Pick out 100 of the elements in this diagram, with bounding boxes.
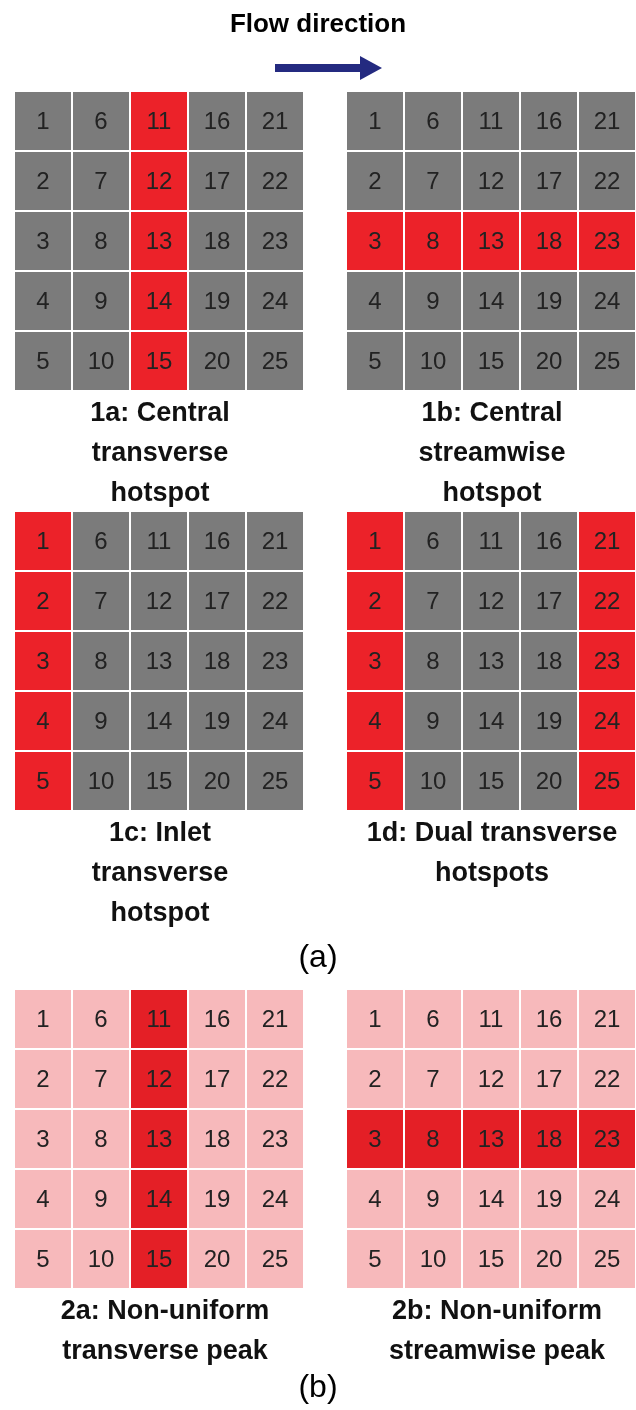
grid-cell: 25	[247, 1230, 303, 1288]
grid-cell: 22	[579, 572, 635, 630]
grid-cell: 10	[405, 332, 461, 390]
grid-cell: 7	[73, 1050, 129, 1108]
grid-cell: 3	[15, 212, 71, 270]
grid-cell: 25	[579, 1230, 635, 1288]
grid-cell: 16	[521, 990, 577, 1048]
grid-cell: 2	[347, 572, 403, 630]
grid-cell: 9	[73, 272, 129, 330]
grid-cell: 3	[15, 1110, 71, 1168]
grid-cell: 21	[247, 512, 303, 570]
grid-cell: 10	[405, 752, 461, 810]
grid-cell: 1	[15, 990, 71, 1048]
grid-cell: 11	[463, 990, 519, 1048]
grid-cell: 24	[579, 1170, 635, 1228]
grid-cell: 19	[189, 692, 245, 750]
grid-cell: 2	[15, 1050, 71, 1108]
grid-cell: 5	[347, 1230, 403, 1288]
grid-cell: 1	[347, 990, 403, 1048]
grid-cell: 2	[347, 152, 403, 210]
grid-cell: 9	[405, 692, 461, 750]
subfigure-label: (b)	[297, 1368, 339, 1405]
grid-cell: 21	[247, 990, 303, 1048]
grid-cell: 19	[521, 692, 577, 750]
grid-cell: 16	[521, 92, 577, 150]
grid-cell: 11	[463, 512, 519, 570]
grid-cell: 21	[579, 990, 635, 1048]
grid-cell: 20	[189, 1230, 245, 1288]
grid-cell: 13	[463, 632, 519, 690]
grid-cell: 7	[405, 1050, 461, 1108]
grid-cell: 20	[521, 332, 577, 390]
grid-cell: 14	[463, 692, 519, 750]
grid-cell: 18	[521, 212, 577, 270]
flow-direction-label: Flow direction	[228, 8, 408, 39]
grid-cell: 5	[15, 752, 71, 810]
grid-cell: 13	[131, 632, 187, 690]
grid-cell: 6	[405, 990, 461, 1048]
grid-cell: 15	[463, 752, 519, 810]
grid-cell: 22	[247, 1050, 303, 1108]
panel-caption: 2b: Non-uniform streamwise peak	[387, 1294, 607, 1367]
grid-cell: 13	[463, 1110, 519, 1168]
grid-cell: 24	[579, 692, 635, 750]
grid-cell: 18	[189, 1110, 245, 1168]
grid-cell: 11	[463, 92, 519, 150]
grid-cell: 21	[579, 512, 635, 570]
grid-cell: 9	[73, 1170, 129, 1228]
grid-cell: 4	[15, 692, 71, 750]
grid-cell: 12	[131, 572, 187, 630]
grid-cell: 25	[579, 752, 635, 810]
grid-cell: 24	[247, 272, 303, 330]
grid-cell: 4	[347, 272, 403, 330]
grid-cell: 5	[15, 332, 71, 390]
grid-cell: 22	[247, 152, 303, 210]
grid-cell: 17	[189, 152, 245, 210]
grid-cell: 10	[405, 1230, 461, 1288]
grid-cell: 17	[189, 572, 245, 630]
grid-cell: 17	[521, 1050, 577, 1108]
panel-caption: 1c: Inlet transverse hotspot	[90, 816, 230, 929]
grid-cell: 15	[131, 332, 187, 390]
grid-cell: 6	[73, 512, 129, 570]
grid-cell: 7	[405, 152, 461, 210]
grid-cell: 4	[15, 1170, 71, 1228]
grid-cell: 23	[247, 632, 303, 690]
grid-cell: 22	[579, 1050, 635, 1108]
grid-cell: 20	[189, 752, 245, 810]
grid-cell: 17	[521, 152, 577, 210]
panel-caption: 1a: Central transverse hotspot	[89, 396, 231, 509]
grid-cell: 9	[73, 692, 129, 750]
grid-cell: 25	[247, 752, 303, 810]
grid-cell: 9	[405, 272, 461, 330]
grid-cell: 1	[15, 512, 71, 570]
grid-cell: 16	[189, 92, 245, 150]
grid-cell: 22	[579, 152, 635, 210]
grid-cell: 5	[347, 332, 403, 390]
grid-cell: 23	[247, 212, 303, 270]
grid-cell: 1	[347, 512, 403, 570]
grid-cell: 23	[579, 1110, 635, 1168]
grid-cell: 20	[521, 1230, 577, 1288]
grid-cell: 8	[73, 632, 129, 690]
grid-cell: 3	[347, 1110, 403, 1168]
grid-cell: 24	[579, 272, 635, 330]
grid-cell: 6	[73, 92, 129, 150]
grid-cell: 18	[189, 632, 245, 690]
grid-cell: 6	[405, 512, 461, 570]
grid-cell: 15	[463, 332, 519, 390]
subfigure-label: (a)	[297, 938, 339, 975]
grid-cell: 23	[247, 1110, 303, 1168]
grid-cell: 2	[15, 572, 71, 630]
grid-cell: 8	[405, 632, 461, 690]
grid-cell: 9	[405, 1170, 461, 1228]
grid-cell: 15	[131, 1230, 187, 1288]
grid-cell: 16	[189, 512, 245, 570]
grid-cell: 15	[131, 752, 187, 810]
grid-cell: 10	[73, 332, 129, 390]
grid-cell: 16	[521, 512, 577, 570]
grid-cell: 1	[15, 92, 71, 150]
grid-cell: 2	[347, 1050, 403, 1108]
grid-cell: 17	[521, 572, 577, 630]
grid-cell: 25	[247, 332, 303, 390]
grid-cell: 4	[347, 1170, 403, 1228]
